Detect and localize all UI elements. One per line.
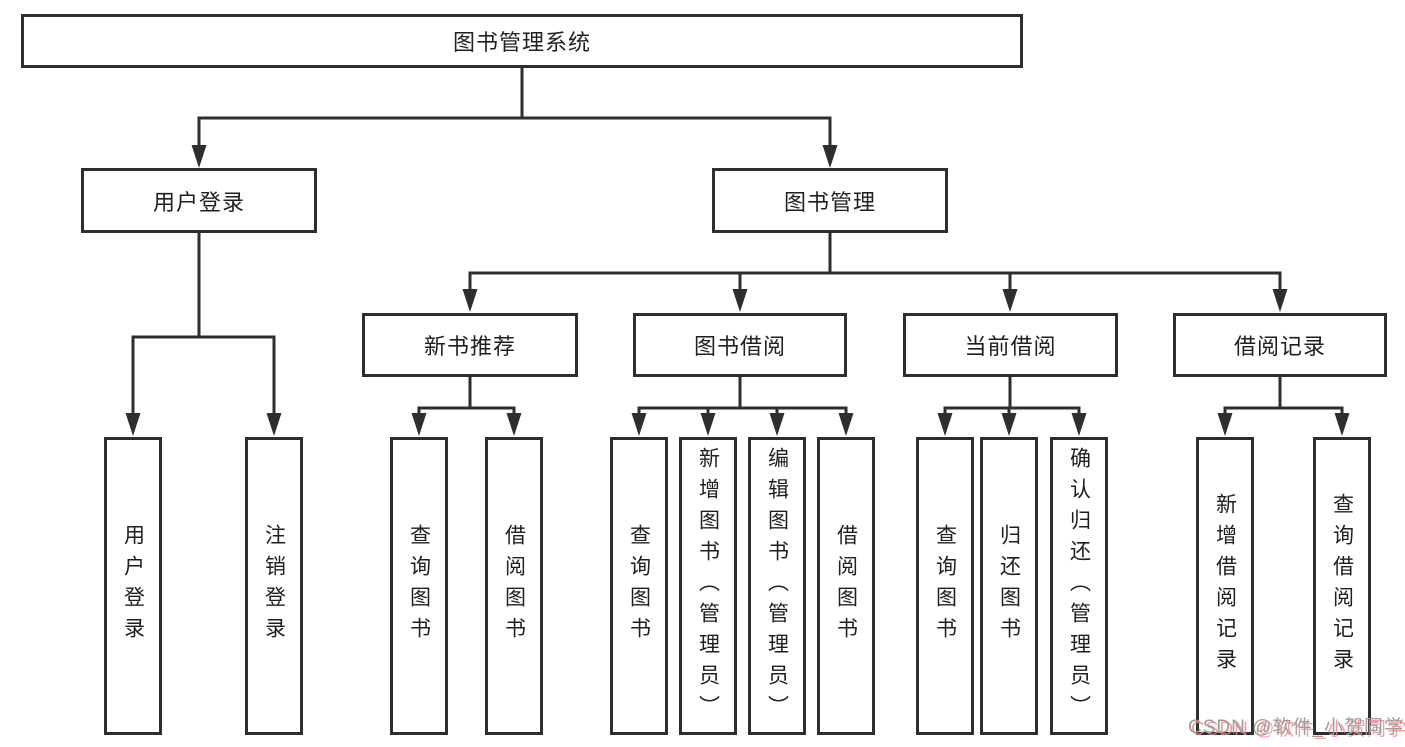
node-user-login: 用户登录	[81, 168, 317, 233]
node-leaf-borrow-books: 借阅图书	[817, 437, 875, 735]
node-label: 查询图书	[407, 524, 431, 648]
node-book-management: 图书管理	[712, 168, 948, 233]
node-leaf-user-login: 用户登录	[104, 437, 162, 735]
node-label: 借阅图书	[502, 524, 526, 648]
node-label: 借阅图书	[834, 524, 858, 648]
node-leaf-confirm-return-admin: 确认归还（管理员）	[1050, 437, 1108, 735]
node-leaf-return-books: 归还图书	[980, 437, 1038, 735]
node-label: 查询图书	[933, 524, 957, 648]
node-leaf-edit-books-admin: 编辑图书（管理员）	[748, 437, 806, 735]
node-label: 确认归还（管理员）	[1067, 446, 1091, 726]
csdn-watermark: CSDN @软件_小贺同学	[1188, 717, 1404, 738]
node-label: 归还图书	[997, 524, 1021, 648]
node-leaf-query-books-borrow: 查询图书	[610, 437, 668, 735]
node-leaf-borrow-books-recommend: 借阅图书	[485, 437, 543, 735]
node-label: 新增借阅记录	[1213, 493, 1237, 679]
node-label: 用户登录	[121, 524, 145, 648]
node-leaf-add-books-admin: 新增图书（管理员）	[679, 437, 737, 735]
node-label: 编辑图书（管理员）	[765, 446, 789, 726]
node-leaf-query-books-current: 查询图书	[916, 437, 974, 735]
node-label: 注销登录	[262, 524, 286, 648]
node-leaf-add-borrow-record: 新增借阅记录	[1196, 437, 1254, 735]
node-leaf-query-books-recommend: 查询图书	[390, 437, 448, 735]
node-book-borrowing: 图书借阅	[633, 313, 847, 377]
node-label: 查询借阅记录	[1330, 493, 1354, 679]
node-library-management-system: 图书管理系统	[21, 14, 1023, 68]
node-label: 查询图书	[627, 524, 651, 648]
node-new-book-recommend: 新书推荐	[362, 313, 578, 377]
node-borrowing-records: 借阅记录	[1173, 313, 1387, 377]
node-current-borrowing: 当前借阅	[903, 313, 1118, 377]
node-leaf-query-borrow-record: 查询借阅记录	[1313, 437, 1371, 735]
node-label: 新增图书（管理员）	[696, 446, 720, 726]
node-leaf-logout: 注销登录	[245, 437, 303, 735]
